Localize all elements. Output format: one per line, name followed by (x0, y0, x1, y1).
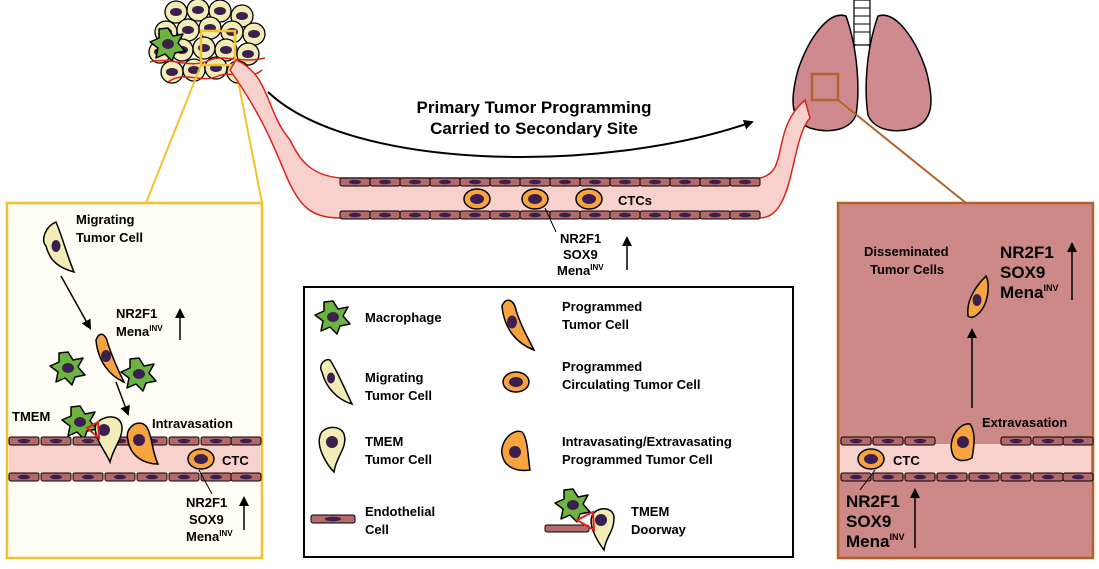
left-marker-mena: MenaINV (116, 324, 163, 339)
right-disseminated-line2: Tumor Cells (870, 262, 944, 277)
right-bottom-nr2f1: NR2F1 (846, 492, 900, 511)
left-intravasation-label: Intravasation (152, 416, 233, 431)
left-bottom-nr2f1: NR2F1 (186, 495, 227, 510)
legend-circulating-line2: Circulating Tumor Cell (562, 377, 700, 392)
title-line-2: Carried to Secondary Site (430, 119, 638, 138)
right-disseminated-line1: Disseminated (864, 244, 949, 259)
left-bottom-sox9: SOX9 (189, 512, 224, 527)
legend-programmed-line2: Tumor Cell (562, 317, 629, 332)
zoom-line-left (145, 64, 202, 204)
legend-doorway-icon (544, 488, 615, 552)
legend (303, 286, 794, 558)
right-bottom-sox9: SOX9 (846, 512, 891, 531)
blood-vessel (229, 59, 811, 220)
left-migrating-line2: Tumor Cell (76, 230, 143, 245)
right-marker-mena: MenaINV (1000, 283, 1058, 302)
legend-macrophage-label: Macrophage (365, 310, 442, 325)
left-marker-nr2f1: NR2F1 (116, 306, 157, 321)
vessel-endothelium-top (339, 177, 761, 187)
right-ctc-label: CTC (893, 453, 920, 468)
legend-endothelial-line2: Cell (365, 522, 389, 537)
legend-doorway-line2: Doorway (631, 522, 687, 537)
legend-endothelial-icon (310, 514, 356, 524)
ctc-cell-1 (463, 188, 491, 210)
right-marker-nr2f1: NR2F1 (1000, 243, 1054, 262)
vessel-marker-mena: MenaINV (557, 263, 604, 278)
vessel-marker-nr2f1: NR2F1 (560, 231, 601, 246)
right-extravasation-label: Extravasation (982, 415, 1067, 430)
legend-programmed-icon (501, 299, 536, 352)
legend-migrating-line2: Tumor Cell (365, 388, 432, 403)
legend-migrating-icon (319, 358, 354, 406)
ctc-cell-2 (521, 188, 549, 210)
right-panel (836, 201, 1095, 560)
programming-arrow (267, 91, 754, 159)
legend-circulating-line1: Programmed (562, 359, 642, 374)
zoom-line-left-2 (234, 64, 263, 204)
legend-programmed-line1: Programmed (562, 299, 642, 314)
legend-tmem-line2: Tumor Cell (365, 452, 432, 467)
legend-endothelial-line1: Endothelial (365, 504, 435, 519)
legend-tmem-cell-icon (318, 426, 346, 474)
title-line-1: Primary Tumor Programming (417, 98, 652, 117)
left-tmem-label: TMEM (12, 409, 50, 424)
left-bottom-mena: MenaINV (186, 529, 233, 544)
right-marker-sox9: SOX9 (1000, 263, 1045, 282)
legend-circulating-icon (502, 371, 530, 393)
lungs (792, 0, 932, 132)
legend-intra-line2: Programmed Tumor Cell (562, 452, 713, 467)
left-migrating-line1: Migrating (76, 212, 135, 227)
zoom-line-right (837, 99, 967, 204)
left-panel (5, 201, 264, 560)
ctc-cell-3 (575, 188, 603, 210)
legend-intravasating-icon (501, 430, 531, 472)
vessel-marker-sox9: SOX9 (563, 247, 598, 262)
legend-doorway-line1: TMEM (631, 504, 669, 519)
legend-intra-line1: Intravasating/Extravasating (562, 434, 732, 449)
legend-tmem-line1: TMEM (365, 434, 403, 449)
left-ctc-label: CTC (222, 453, 249, 468)
legend-migrating-line1: Migrating (365, 370, 424, 385)
right-bottom-mena: MenaINV (846, 532, 904, 551)
vessel-ctc-label: CTCs (618, 193, 652, 208)
